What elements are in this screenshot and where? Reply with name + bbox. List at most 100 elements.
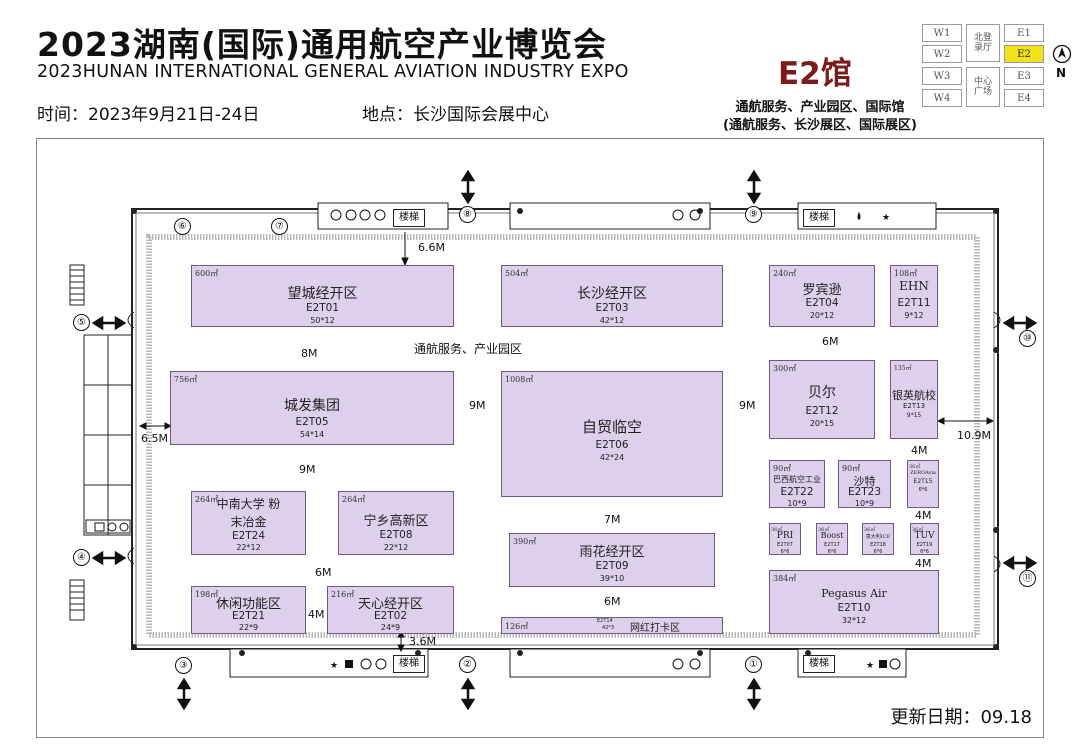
aisle-label: 9M	[739, 399, 756, 412]
booth-size: 22*9	[238, 623, 259, 632]
booth-id: E2T24	[231, 530, 266, 542]
booth-id: E2T23	[847, 486, 882, 498]
booth-area: 36㎡	[909, 464, 921, 470]
compass-north-icon	[1052, 44, 1072, 64]
booth-area: 390㎡	[513, 537, 537, 546]
booth-id: E2T06	[595, 439, 629, 451]
booth-area: 264㎡	[342, 495, 366, 504]
booth-size: 10*9	[787, 499, 807, 508]
booth-id: E2T09	[595, 560, 629, 572]
zone-label: 通航服务、产业园区	[414, 342, 523, 356]
minimap-cell-w2: W2	[922, 45, 962, 63]
booth-id: E2T04	[805, 297, 839, 309]
gate-6-marker: ⑥	[174, 218, 191, 235]
hall-subtitle-2: (通航服务、长沙展区、国际展区)	[723, 118, 917, 133]
booth-area: 36㎡	[771, 527, 783, 533]
booth-name: ZEROAvia	[910, 470, 936, 476]
booth-e2t08[interactable]: 264㎡ 宁乡高新区 E2T08 22*12	[338, 491, 454, 555]
booth-e2t12[interactable]: 300㎡ 贝尔 E2T12 20*15	[769, 360, 875, 439]
booth-name: 自贸临空	[581, 418, 642, 436]
map-frame	[36, 138, 1044, 738]
booth-area: 1008㎡	[505, 375, 534, 384]
booth-e2t23[interactable]: 90㎡ 沙特 E2T23 10*9	[838, 460, 891, 508]
booth-name: 望城经开区	[287, 286, 358, 302]
booth-id: E2T22	[780, 486, 814, 498]
booth-area: 504㎡	[505, 269, 529, 278]
booth-size: 6*6	[780, 549, 790, 555]
booth-name: 沙特	[853, 475, 876, 488]
minimap-cell-e2-current: E2	[1004, 45, 1044, 63]
booth-name: 银英航校	[892, 389, 936, 402]
minimap-cell-e4: E4	[1004, 89, 1044, 107]
stairs-label: 楼梯	[803, 655, 835, 673]
booth-size: 54*14	[299, 430, 325, 439]
booth-e2t04[interactable]: 240㎡ 罗宾逊 E2T04 20*12	[769, 265, 875, 327]
booth-e2t02[interactable]: 216㎡ 天心经开区 E2T02 24*9	[327, 586, 454, 634]
booth-size: 39*10	[599, 574, 625, 583]
booth-id: E2T21	[231, 610, 266, 622]
booth-e2t09[interactable]: 390㎡ 雨花经开区 E2T09 39*10	[509, 533, 715, 587]
booth-id: E2T11	[897, 297, 931, 309]
stairs-label: 楼梯	[393, 209, 425, 227]
booth-e2t15[interactable]: 36㎡ ZEROAvia E2T15 6*6	[907, 460, 939, 508]
booth-e2t14[interactable]: 126㎡ 网红打卡区 E2T14 42*3	[501, 617, 723, 634]
booth-e2t21[interactable]: 198㎡ 休闲功能区 E2T21 22*9	[191, 586, 306, 634]
booth-e2t24[interactable]: 264㎡ 中南大学 粉末冶金 E2T24 22*12	[191, 491, 306, 555]
booth-id: E2T10	[837, 602, 871, 614]
booth-area: 198㎡	[195, 590, 219, 599]
booth-area: 36㎡	[818, 527, 830, 533]
booth-size: 24*9	[380, 623, 401, 632]
booth-e2t11[interactable]: 108㎡ EHN E2T11 9*12	[890, 265, 938, 327]
booth-id: E2T17	[824, 542, 840, 548]
booth-e2t05[interactable]: 756㎡ 城发集团 E2T05 54*14	[170, 371, 454, 445]
booth-size: 9*12	[904, 311, 924, 320]
booth-id: E2T07	[777, 542, 793, 548]
gate-11-marker: ⑪	[1019, 570, 1036, 587]
aisle-label: 6M	[604, 595, 621, 608]
booth-size: 42*24	[599, 453, 625, 462]
booth-size: 22*12	[383, 543, 409, 552]
booth-id: E2T01	[305, 302, 340, 314]
gate-9-marker: ⑨	[745, 206, 762, 223]
booth-e2t03[interactable]: 504㎡ 长沙经开区 E2T03 42*12	[501, 265, 723, 327]
event-place: 地点：长沙国际会展中心	[362, 105, 549, 125]
booth-e2t13[interactable]: 135㎡ 银英航校 E2T13 9*15	[890, 360, 938, 439]
booth-name: 长沙经开区	[577, 286, 647, 302]
booth-id: E2T13	[902, 402, 926, 410]
booth-e2t07[interactable]: 36㎡ PRI E2T07 6*6	[769, 523, 801, 555]
aisle-label: 6M	[315, 566, 332, 579]
booth-e2t01[interactable]: 600㎡ 望城经开区 E2T01 50*12	[191, 265, 454, 327]
stairs-label: 楼梯	[393, 655, 425, 673]
aisle-label: 4M	[308, 608, 325, 621]
minimap-cell-e3: E3	[1004, 67, 1044, 85]
booth-area: 264㎡	[195, 495, 219, 504]
booth-name: 雨花经开区	[579, 545, 645, 560]
booth-size: 6*6	[918, 487, 928, 493]
booth-name: 天心经开区	[357, 597, 423, 612]
aisle-label: 9M	[469, 399, 486, 412]
booth-id: E2T05	[295, 416, 329, 428]
page-title: 2023湖南(国际)通用航空产业博览会	[37, 25, 608, 64]
aisle-label: 8M	[301, 347, 318, 360]
booth-e2t17[interactable]: 36㎡ Boost E2T17 6*6	[816, 523, 848, 555]
booth-name: Boost	[820, 531, 844, 540]
booth-name: 巴西航空工业	[773, 475, 821, 484]
minimap-cell-north-hall: 北登录厅	[966, 24, 1000, 62]
booth-e2t22[interactable]: 90㎡ 巴西航空工业 E2T22 10*9	[769, 460, 825, 508]
gate-1-marker: ①	[745, 656, 762, 673]
booth-e2t18[interactable]: 36㎡ 意大利ICE E2T18 6*6	[862, 523, 894, 555]
location-minimap: W1 W2 W3 W4 北登录厅 中心广场 E1 E2 E3 E4	[918, 22, 1048, 108]
aisle-label: 7M	[604, 513, 621, 526]
aisle-label: 9M	[299, 463, 316, 476]
event-time: 时间：2023年9月21日-24日	[37, 105, 260, 125]
booth-name: 宁乡高新区	[363, 514, 429, 529]
booth-e2t06[interactable]: 1008㎡ 自贸临空 E2T06 42*24	[501, 371, 723, 497]
booth-area: 126㎡	[505, 622, 529, 631]
booth-area: 108㎡	[894, 269, 918, 278]
booth-e2t19[interactable]: 36㎡ TUV E2T19 6*6	[910, 523, 939, 555]
svg-text:★: ★	[882, 213, 890, 223]
booth-area: 300㎡	[773, 364, 797, 373]
booth-id: E2T03	[595, 302, 629, 314]
booth-e2t10[interactable]: 384㎡ Pegasus Air E2T10 32*12	[769, 570, 939, 634]
booth-name: PRI	[776, 531, 794, 541]
